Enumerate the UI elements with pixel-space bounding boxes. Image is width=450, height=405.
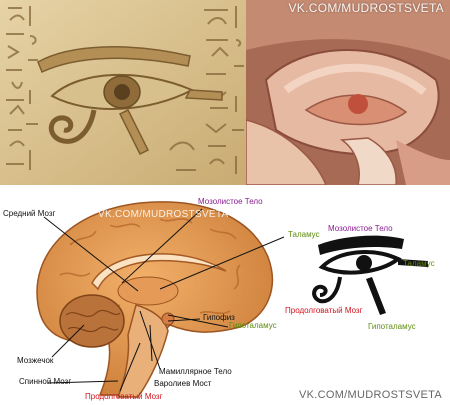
label-mammillary-body: Мамиллярное Тело	[159, 367, 232, 376]
watermark-top: VK.COM/MUDROSTSVETA	[288, 1, 444, 15]
eye-of-horus-relief-photo	[0, 0, 246, 185]
brain-dissection-photo: VK.COM/MUDROSTSVETA	[246, 0, 450, 185]
label-cerebellum: Мозжечок	[17, 356, 54, 365]
label-spinal-cord: Спинной Мозг	[19, 377, 72, 386]
watermark-bottom: VK.COM/MUDROSTSVETA	[298, 389, 442, 401]
stone-relief-illustration	[0, 0, 246, 185]
label-corpus-callosum: Мозолистое Тело	[198, 197, 263, 206]
label-hypothalamus: Гипоталамус	[229, 321, 277, 330]
label-pituitary: Гипофиз	[203, 313, 235, 322]
eye-label-corpus-callosum: Мозолистое Тело	[328, 224, 393, 233]
brain-and-eye-drawing	[36, 201, 428, 398]
eye-label-hypothalamus: Гипоталамус	[368, 322, 416, 331]
label-thalamus: Таламус	[288, 230, 320, 239]
eye-label-thalamus: Таламус	[403, 259, 435, 268]
watermark-middle: VK.COM/MUDROSTSVETA	[98, 209, 229, 220]
label-pons: Варолиев Мост	[154, 379, 212, 388]
cerebellum-shape	[59, 294, 125, 348]
brainstem-shape	[116, 304, 169, 398]
brain-dissection-illustration	[246, 0, 450, 185]
eye-of-horus-drawing	[312, 235, 428, 315]
label-medulla: Продолговатый Мозг	[85, 392, 163, 401]
label-midbrain: Средний Мозг	[3, 209, 56, 218]
labeled-brain-diagram: VK.COM/MUDROSTSVETA Средний Мозг Мозолис…	[0, 185, 450, 405]
eye-label-medulla: Продолговатый Мозг	[285, 306, 363, 315]
